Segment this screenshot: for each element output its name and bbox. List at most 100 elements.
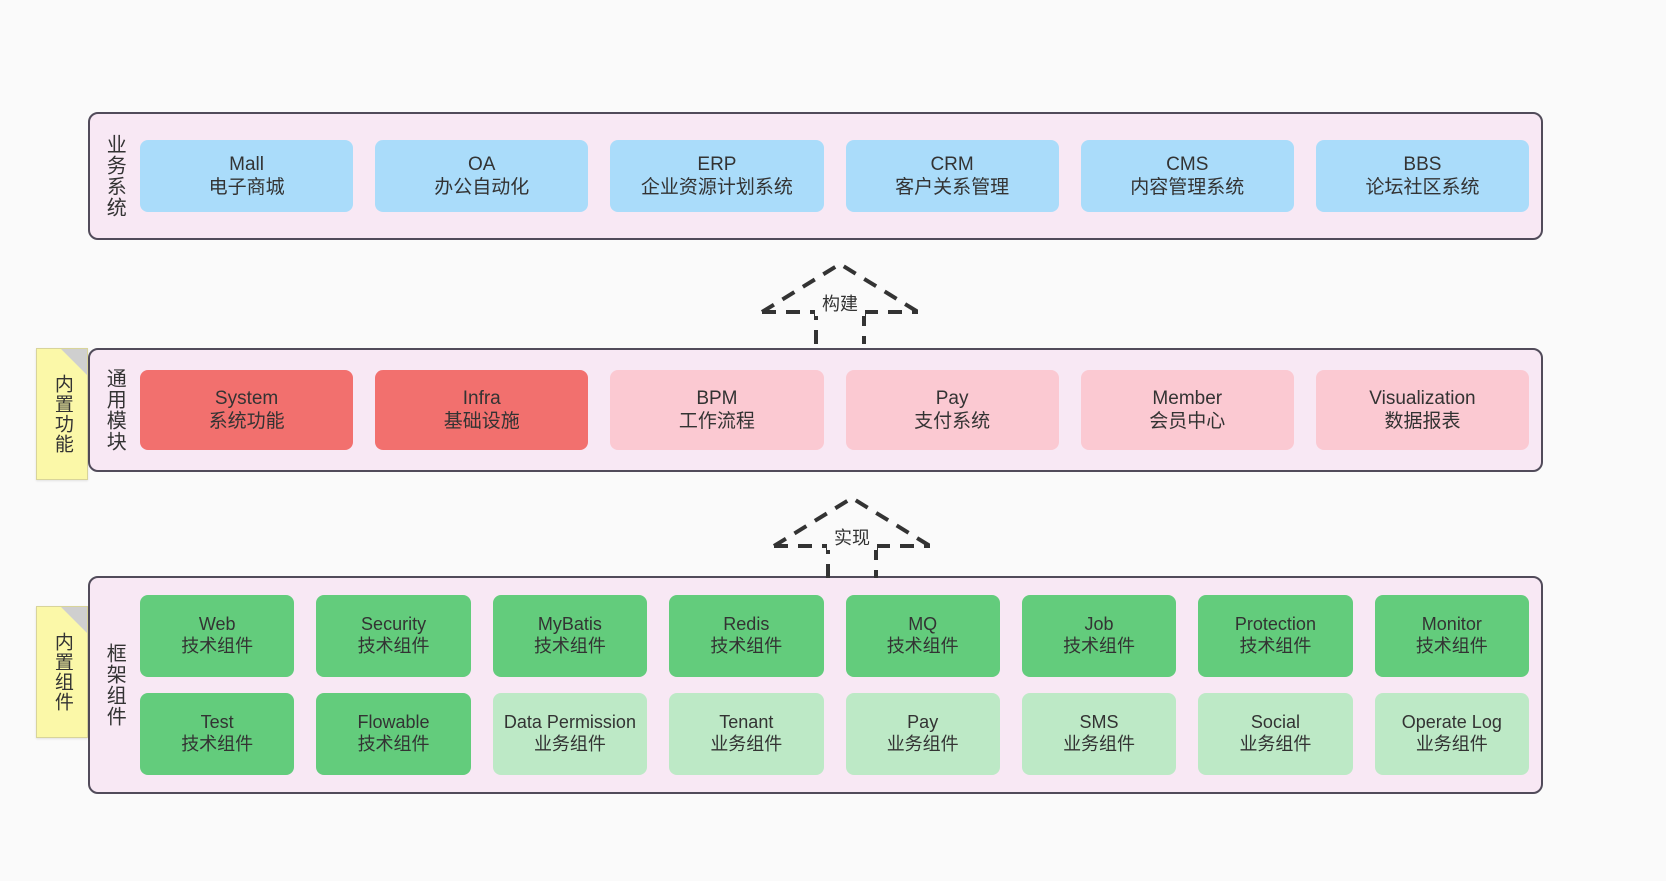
card-subtitle: 支付系统 [914,411,991,432]
layer-title-common: 通用模块 [103,368,126,452]
card-subtitle: 客户关系管理 [895,177,1010,198]
card-title: Tenant [719,712,774,733]
layer-common-modules: 通用模块 System 系统功能 Infra 基础设施 BPM 工作流程 Pay… [88,348,1543,472]
card-subtitle: 业务组件 [1063,734,1136,754]
layer-business-systems: 业务系统 Mall 电子商城 OA 办公自动化 ERP 企业资源计划系统 CRM… [88,112,1543,240]
card-mall[interactable]: Mall 电子商城 [140,140,354,212]
card-member[interactable]: Member 会员中心 [1080,370,1294,450]
card-title: BPM [696,387,738,409]
card-bpm[interactable]: BPM 工作流程 [610,370,824,450]
card-title: Member [1152,387,1223,409]
folded-corner-icon [61,349,87,375]
card-pay[interactable]: Pay 支付系统 [845,370,1059,450]
layer-title-business: 业务系统 [103,134,126,218]
card-subtitle: 技术组件 [886,636,959,656]
card-title: Operate Log [1401,712,1502,733]
card-title: Web [198,614,236,635]
card-subtitle: 论坛社区系统 [1365,177,1480,198]
card-oa[interactable]: OA 办公自动化 [375,140,589,212]
connector-label: 构建 [815,294,865,316]
connector-implement-arrow: 实现 [762,490,942,578]
card-title: Visualization [1369,387,1476,409]
card-title: MQ [908,614,938,635]
card-title: OA [468,153,496,175]
card-subtitle: 电子商城 [208,177,285,198]
card-subtitle: 业务组件 [1415,734,1488,754]
card-security[interactable]: Security 技术组件 [316,595,471,677]
card-title: Flowable [357,712,430,733]
card-title: ERP [697,153,737,175]
card-row: Web 技术组件 Security 技术组件 MyBatis 技术组件 Redi… [140,595,1529,677]
layer-body-business: Mall 电子商城 OA 办公自动化 ERP 企业资源计划系统 CRM 客户关系… [138,114,1541,238]
card-subtitle: 业务组件 [886,734,959,754]
connector-build-arrow: 构建 [750,256,930,344]
sticky-note-builtin-features: 内置功能 [36,348,88,480]
card-crm[interactable]: CRM 客户关系管理 [845,140,1059,212]
card-infra[interactable]: Infra 基础设施 [375,370,589,450]
card-subtitle: 办公自动化 [434,177,530,198]
card-subtitle: 技术组件 [533,636,606,656]
card-test[interactable]: Test 技术组件 [140,693,295,775]
card-title: SMS [1079,712,1119,733]
sticky-note-label: 内置功能 [51,374,73,454]
card-title: MyBatis [537,614,602,635]
card-subtitle: 技术组件 [1063,636,1136,656]
card-title: Data Permission [503,712,636,733]
card-title: Security [361,614,427,635]
card-social[interactable]: Social 业务组件 [1198,693,1353,775]
card-web[interactable]: Web 技术组件 [140,595,295,677]
card-row: System 系统功能 Infra 基础设施 BPM 工作流程 Pay 支付系统… [140,370,1530,450]
card-tenant[interactable]: Tenant 业务组件 [669,693,824,775]
folded-corner-icon [61,607,87,633]
card-row: Test 技术组件 Flowable 技术组件 Data Permission … [140,693,1529,775]
card-erp[interactable]: ERP 企业资源计划系统 [610,140,824,212]
card-subtitle: 会员中心 [1149,411,1226,432]
card-visualization[interactable]: Visualization 数据报表 [1315,370,1530,450]
layer-title-framework: 框架组件 [103,643,126,727]
card-row: Mall 电子商城 OA 办公自动化 ERP 企业资源计划系统 CRM 客户关系… [140,140,1530,212]
card-monitor[interactable]: Monitor 技术组件 [1374,595,1529,677]
card-title: Mall [229,153,264,175]
card-subtitle: 技术组件 [1415,636,1488,656]
card-mybatis[interactable]: MyBatis 技术组件 [492,595,648,677]
card-title: CRM [930,153,974,175]
layer-body-framework: Web 技术组件 Security 技术组件 MyBatis 技术组件 Redi… [138,578,1541,792]
card-subtitle: 基础设施 [443,411,520,432]
card-protection[interactable]: Protection 技术组件 [1198,595,1353,677]
card-job[interactable]: Job 技术组件 [1021,595,1177,677]
card-title: System [214,387,279,409]
card-sms[interactable]: SMS 业务组件 [1021,693,1177,775]
card-title: Infra [462,387,501,409]
card-system[interactable]: System 系统功能 [140,370,354,450]
card-subtitle: 数据报表 [1384,411,1461,432]
card-redis[interactable]: Redis 技术组件 [669,595,824,677]
card-title: Test [200,712,234,733]
sticky-note-builtin-components: 内置组件 [36,606,88,738]
card-subtitle: 技术组件 [181,636,254,656]
card-subtitle: 技术组件 [710,636,783,656]
card-title: Job [1084,614,1114,635]
layer-framework-components: 框架组件 Web 技术组件 Security 技术组件 MyBatis 技术组件… [88,576,1543,794]
card-operate-log[interactable]: Operate Log 业务组件 [1374,693,1529,775]
card-title: Protection [1234,614,1316,635]
card-subtitle: 业务组件 [1239,734,1312,754]
card-subtitle: 系统功能 [208,411,285,432]
card-cms[interactable]: CMS 内容管理系统 [1080,140,1294,212]
sticky-note-label: 内置组件 [51,632,73,712]
card-subtitle: 业务组件 [533,734,606,754]
card-pay-business[interactable]: Pay 业务组件 [845,693,1000,775]
card-subtitle: 技术组件 [357,636,430,656]
card-subtitle: 技术组件 [181,734,254,754]
card-data-permission[interactable]: Data Permission 业务组件 [492,693,648,775]
card-title: Monitor [1421,614,1482,635]
card-bbs[interactable]: BBS 论坛社区系统 [1315,140,1530,212]
layer-body-common: System 系统功能 Infra 基础设施 BPM 工作流程 Pay 支付系统… [138,350,1541,470]
card-mq[interactable]: MQ 技术组件 [845,595,1000,677]
card-subtitle: 技术组件 [357,734,430,754]
card-subtitle: 内容管理系统 [1130,177,1245,198]
connector-label: 实现 [827,528,877,550]
card-title: Pay [907,712,939,733]
card-subtitle: 技术组件 [1239,636,1312,656]
card-subtitle: 企业资源计划系统 [640,177,793,198]
card-flowable[interactable]: Flowable 技术组件 [316,693,471,775]
